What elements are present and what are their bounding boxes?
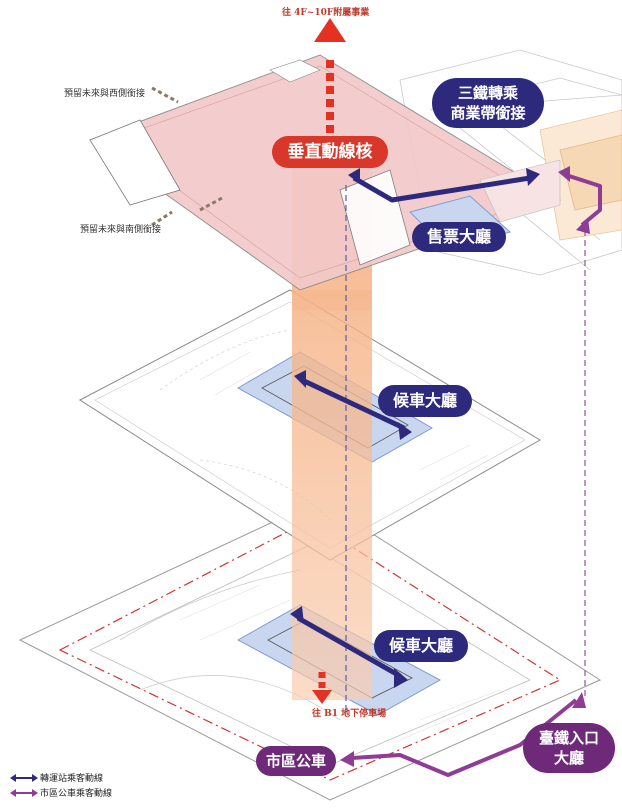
double-arrow-icon — [10, 773, 36, 783]
down-arrow-b1-parking — [312, 672, 332, 704]
legend-item-transfer: 轉運站乘客動線 — [10, 770, 190, 785]
city-bus-label: 市區公車 — [256, 746, 336, 776]
rail-entrance-label: 臺鐵入口 大廳 — [523, 723, 615, 773]
rail-label-line1: 臺鐵入口 — [538, 729, 599, 747]
double-arrow-icon — [10, 788, 36, 798]
transfer-label-line2: 商業帶銜接 — [450, 104, 526, 122]
transfer-commerce-label: 三鐵轉乘 商業帶銜接 — [432, 78, 544, 128]
up-arrow-note: 往 4F~10F附屬事業 — [282, 8, 370, 18]
waiting-hall-upper-label: 候車大廳 — [378, 385, 472, 417]
legend-item-bus: 市區公車乘客動線 — [10, 785, 190, 800]
ticket-hall-label: 售票大廳 — [412, 222, 506, 252]
rail-label-line2: 大廳 — [553, 749, 584, 767]
waiting-hall-lower-label: 候車大廳 — [374, 630, 468, 662]
down-arrow-note: 往 B1 地下停車場 — [312, 709, 387, 719]
legend-symbols — [10, 774, 38, 797]
up-arrow-4f-10f — [314, 18, 346, 140]
legend-label: 市區公車乘客動線 — [40, 789, 113, 799]
west-connection-arrows — [151, 86, 223, 227]
legend: 轉運站乘客動線 市區公車乘客動線 — [10, 770, 190, 800]
west-connection-note: 預留未來與西側銜接 — [64, 89, 146, 99]
transfer-label-line1: 三鐵轉乘 — [457, 84, 518, 102]
legend-label: 轉運站乘客動線 — [40, 774, 104, 784]
vertical-core-label: 垂直動線核 — [272, 136, 388, 168]
south-connection-note: 預留未來與南側銜接 — [80, 225, 162, 235]
transfer-route — [290, 168, 540, 688]
